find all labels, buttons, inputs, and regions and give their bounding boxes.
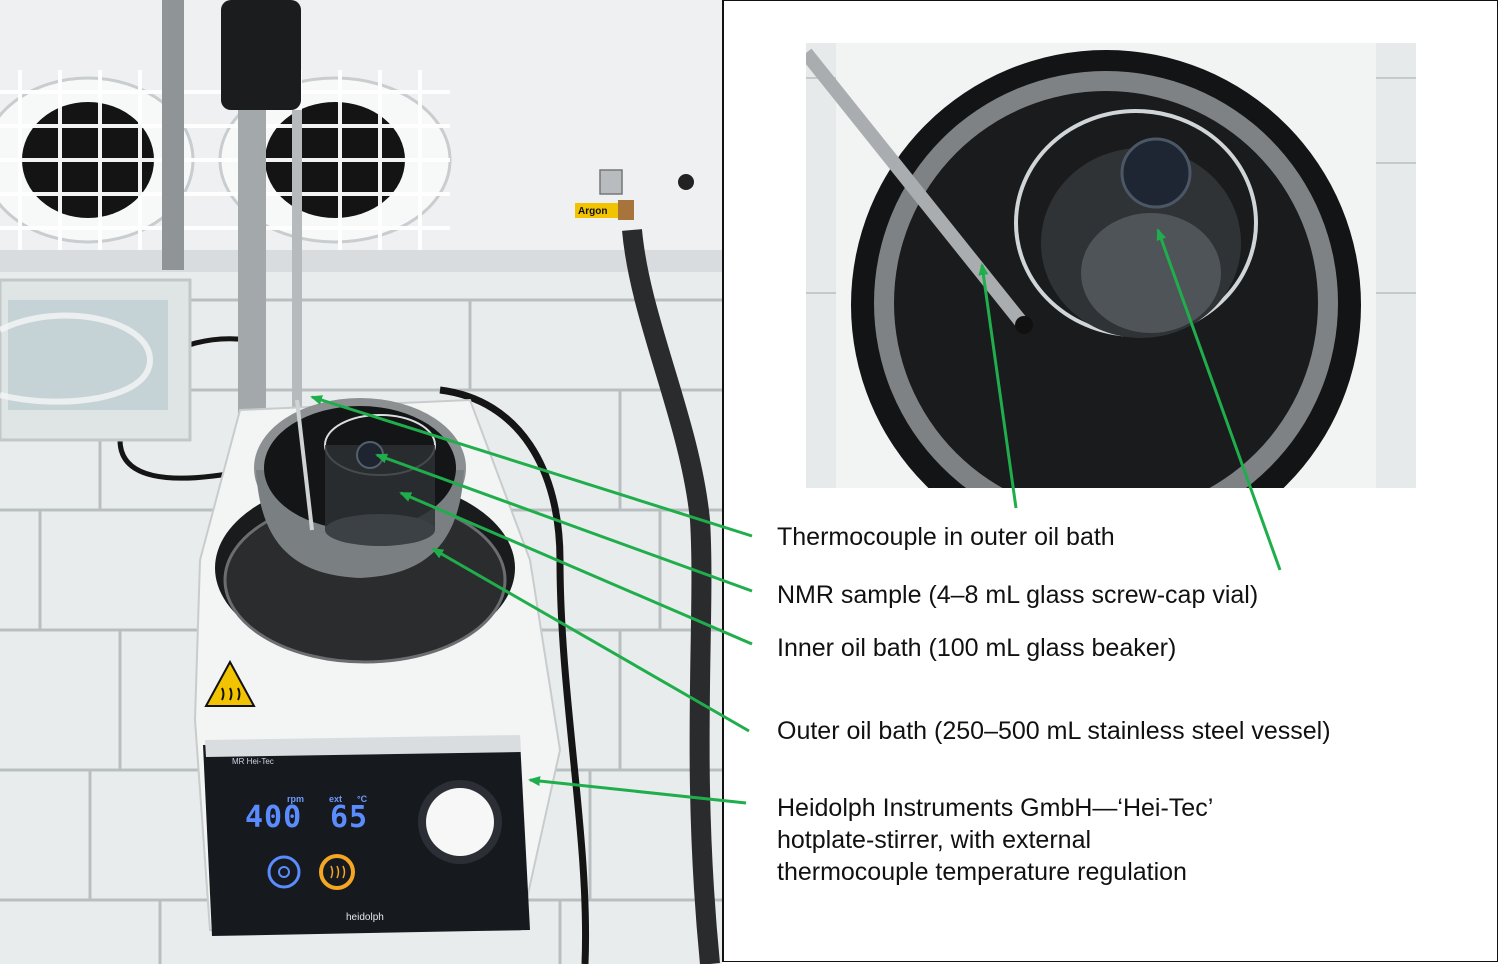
label-outer-bath: Outer oil bath (250–500 mL stainless ste…	[777, 717, 1331, 745]
temperature-unit: °C	[357, 794, 368, 804]
rpm-unit: rpm	[287, 794, 305, 804]
rpm-readout: 400	[245, 800, 303, 835]
label-nmr-sample: NMR sample (4–8 mL glass screw-cap vial)	[777, 581, 1259, 609]
control-knob[interactable]	[418, 780, 502, 864]
brand-logo-text: heidolph	[346, 912, 384, 923]
label-hotplate-line2: hotplate-stirrer, with external	[777, 826, 1092, 854]
device-model-text: MR Hei-Tec	[232, 757, 274, 766]
hot-surface-warning-icon	[204, 659, 256, 707]
label-hotplate-line1: Heidolph Instruments GmbH—‘Hei-Tec’	[777, 794, 1214, 822]
label-inner-bath: Inner oil bath (100 mL glass beaker)	[777, 634, 1177, 662]
heat-button-icon[interactable]	[319, 854, 355, 890]
label-hotplate-line3: thermocouple temperature regulation	[777, 858, 1187, 886]
temperature-mode: ext	[329, 794, 343, 804]
argon-tag: Argon	[578, 206, 607, 217]
closeup-illustration	[806, 43, 1416, 488]
lab-setup-photo: Argon	[0, 0, 722, 964]
temperature-readout: 65	[330, 800, 369, 835]
power-button-icon[interactable]	[267, 855, 301, 889]
label-thermocouple: Thermocouple in outer oil bath	[777, 523, 1115, 551]
closeup-photo	[806, 43, 1416, 488]
